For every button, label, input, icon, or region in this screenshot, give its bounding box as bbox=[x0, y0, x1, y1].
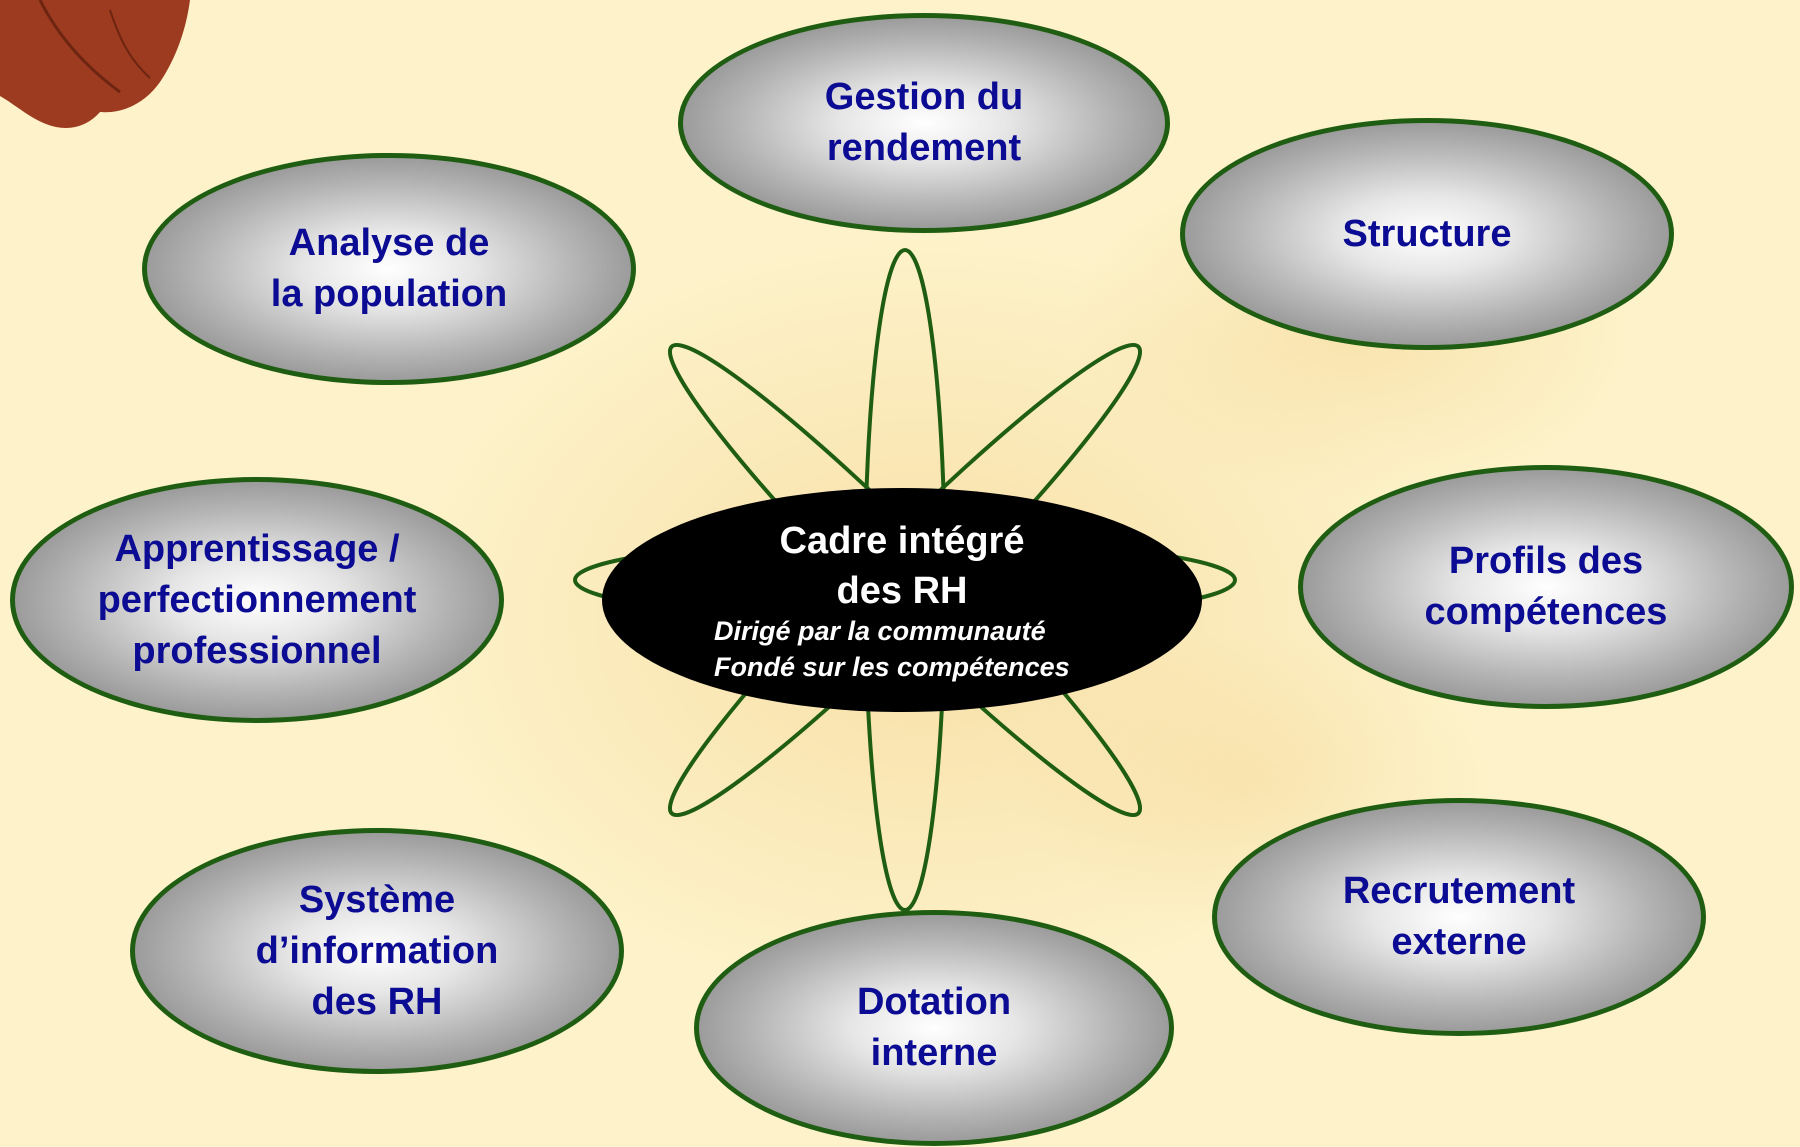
node-apprentissage[interactable]: Apprentissage / perfectionnement profess… bbox=[10, 477, 504, 723]
node-profils-des-competences[interactable]: Profils des compétences bbox=[1298, 465, 1794, 709]
center-subtitle-community: Dirigé par la communauté bbox=[714, 616, 1046, 646]
node-label: Structure bbox=[1342, 212, 1512, 255]
node-label: Dotation interne bbox=[856, 981, 1012, 1074]
node-recrutement-externe[interactable]: Recrutement externe bbox=[1212, 798, 1706, 1036]
node-gestion-du-rendement[interactable]: Gestion du rendement bbox=[678, 13, 1170, 233]
node-label: Profils des compétences bbox=[1424, 540, 1668, 633]
node-label: Système d’information des RH bbox=[255, 878, 499, 1023]
center-title: Cadre intégré des RH bbox=[779, 520, 1025, 612]
center-subtitle-competencies: Fondé sur les compétences bbox=[714, 652, 1070, 682]
node-label: Gestion du rendement bbox=[824, 76, 1024, 169]
leaf-icon bbox=[0, 0, 190, 128]
center-node[interactable]: Cadre intégré des RH Dirigé par la commu… bbox=[602, 488, 1202, 712]
node-label: Analyse de la population bbox=[270, 222, 508, 315]
node-dotation-interne[interactable]: Dotation interne bbox=[694, 910, 1174, 1146]
node-structure[interactable]: Structure bbox=[1180, 118, 1674, 350]
node-systeme-information-rh[interactable]: Système d’information des RH bbox=[130, 828, 624, 1074]
node-label: Apprentissage / perfectionnement profess… bbox=[97, 527, 417, 672]
node-label: Recrutement externe bbox=[1342, 870, 1576, 963]
node-analyse-de-la-population[interactable]: Analyse de la population bbox=[142, 153, 636, 385]
